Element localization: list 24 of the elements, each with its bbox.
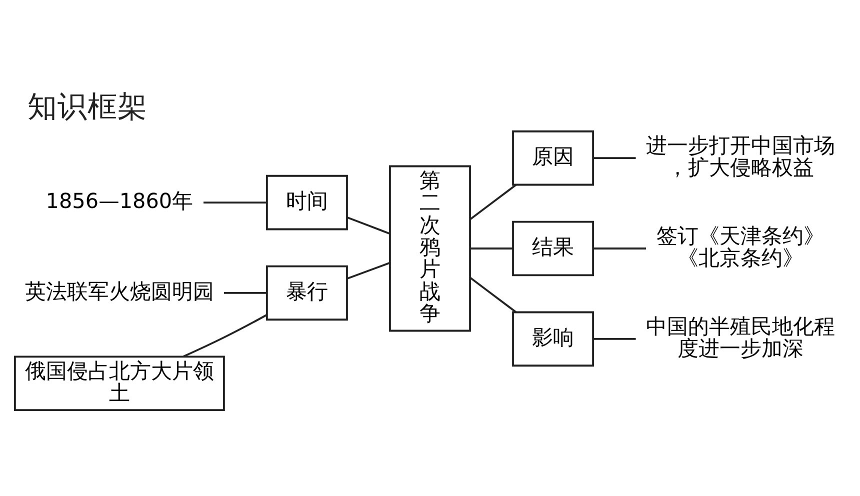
node-text: 签订《天津条约》《北京条约》 — [656, 223, 825, 270]
node-text: 英法联军火烧圆明园 — [24, 278, 214, 303]
node-box: 第二次鸦片战争 — [389, 164, 471, 332]
node-box: 原因 — [512, 130, 594, 186]
connector — [593, 156, 636, 159]
connector — [470, 184, 516, 220]
connector — [470, 247, 513, 249]
connector — [224, 292, 267, 294]
connector — [346, 216, 390, 234]
connector — [593, 337, 636, 340]
node-box: 时间 — [266, 174, 348, 230]
connector — [593, 247, 646, 249]
node-box: 结果 — [512, 220, 594, 276]
node-text: 中国的半殖民地化程度进一步加深 — [646, 314, 836, 360]
connector — [470, 276, 516, 312]
connector — [183, 314, 268, 357]
connector — [204, 201, 267, 204]
diagram-title: 知识框架 — [28, 88, 148, 124]
node-text: 1856—1860年 — [46, 188, 194, 213]
node-box: 影响 — [512, 310, 594, 366]
node-text: 进一步打开中国市场，扩大侵略权益 — [646, 132, 836, 180]
node-box: 俄国侵占北方大片领土 — [14, 355, 225, 411]
connector — [346, 261, 390, 280]
node-box: 暴行 — [266, 264, 348, 320]
